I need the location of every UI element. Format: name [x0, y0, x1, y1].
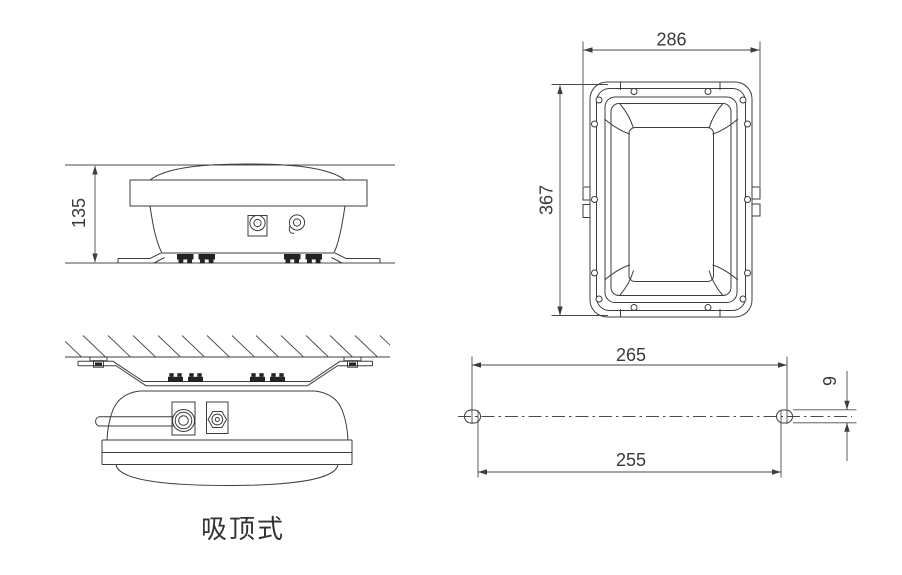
glass-dome-installed — [115, 464, 339, 487]
hole-spacing-inner-dimension: 255 — [616, 450, 646, 470]
mounting-flange-installed — [101, 439, 353, 465]
bracket-right — [331, 252, 381, 264]
mounting-flange — [129, 179, 368, 207]
cable-gland-installed — [171, 401, 196, 436]
slot-hole-right — [776, 409, 793, 424]
screw-holes — [591, 88, 751, 311]
cable-gland — [247, 214, 268, 237]
lid-outer-edge — [596, 88, 746, 311]
lid-seam-marks — [620, 82, 721, 317]
reflector-corner-facets — [604, 103, 739, 296]
glass-window — [628, 127, 714, 282]
side-view: 135 — [65, 163, 395, 264]
bracket-left — [117, 252, 165, 264]
arrowhead-up — [92, 165, 98, 175]
plan-width-dimension: 286 — [656, 30, 686, 50]
hole-spacing-outer-dimension: 265 — [616, 345, 646, 365]
body-side-right — [333, 205, 346, 254]
supply-cable — [95, 416, 180, 427]
arrowhead-down — [92, 253, 98, 263]
hex-sealing-plug — [206, 401, 229, 434]
installation-view — [65, 335, 390, 487]
reflector-outer-edge — [610, 103, 732, 296]
slot-width-dimension: 9 — [820, 376, 840, 386]
slot-hole-left — [464, 409, 481, 424]
ceiling-hatch — [65, 335, 390, 358]
plan-height-dimension: 367 — [537, 185, 557, 215]
body-side-left — [149, 205, 163, 254]
lamp-body-installed — [106, 390, 349, 441]
sealing-plug — [288, 214, 306, 234]
mounting-tabs — [582, 186, 761, 218]
terminal-blocks-side — [177, 254, 322, 264]
lid-inner-edge — [604, 96, 738, 303]
plan-view: 286 367 — [537, 30, 761, 318]
mounting-bracket — [77, 360, 373, 387]
side-height-dimension: 135 — [69, 198, 89, 228]
mount-type-label: 吸顶式 — [201, 514, 285, 544]
terminal-blocks-installed — [168, 373, 285, 382]
mounting-hole-view: 265 255 9 — [458, 345, 857, 478]
lamp-dome-top — [149, 163, 346, 181]
